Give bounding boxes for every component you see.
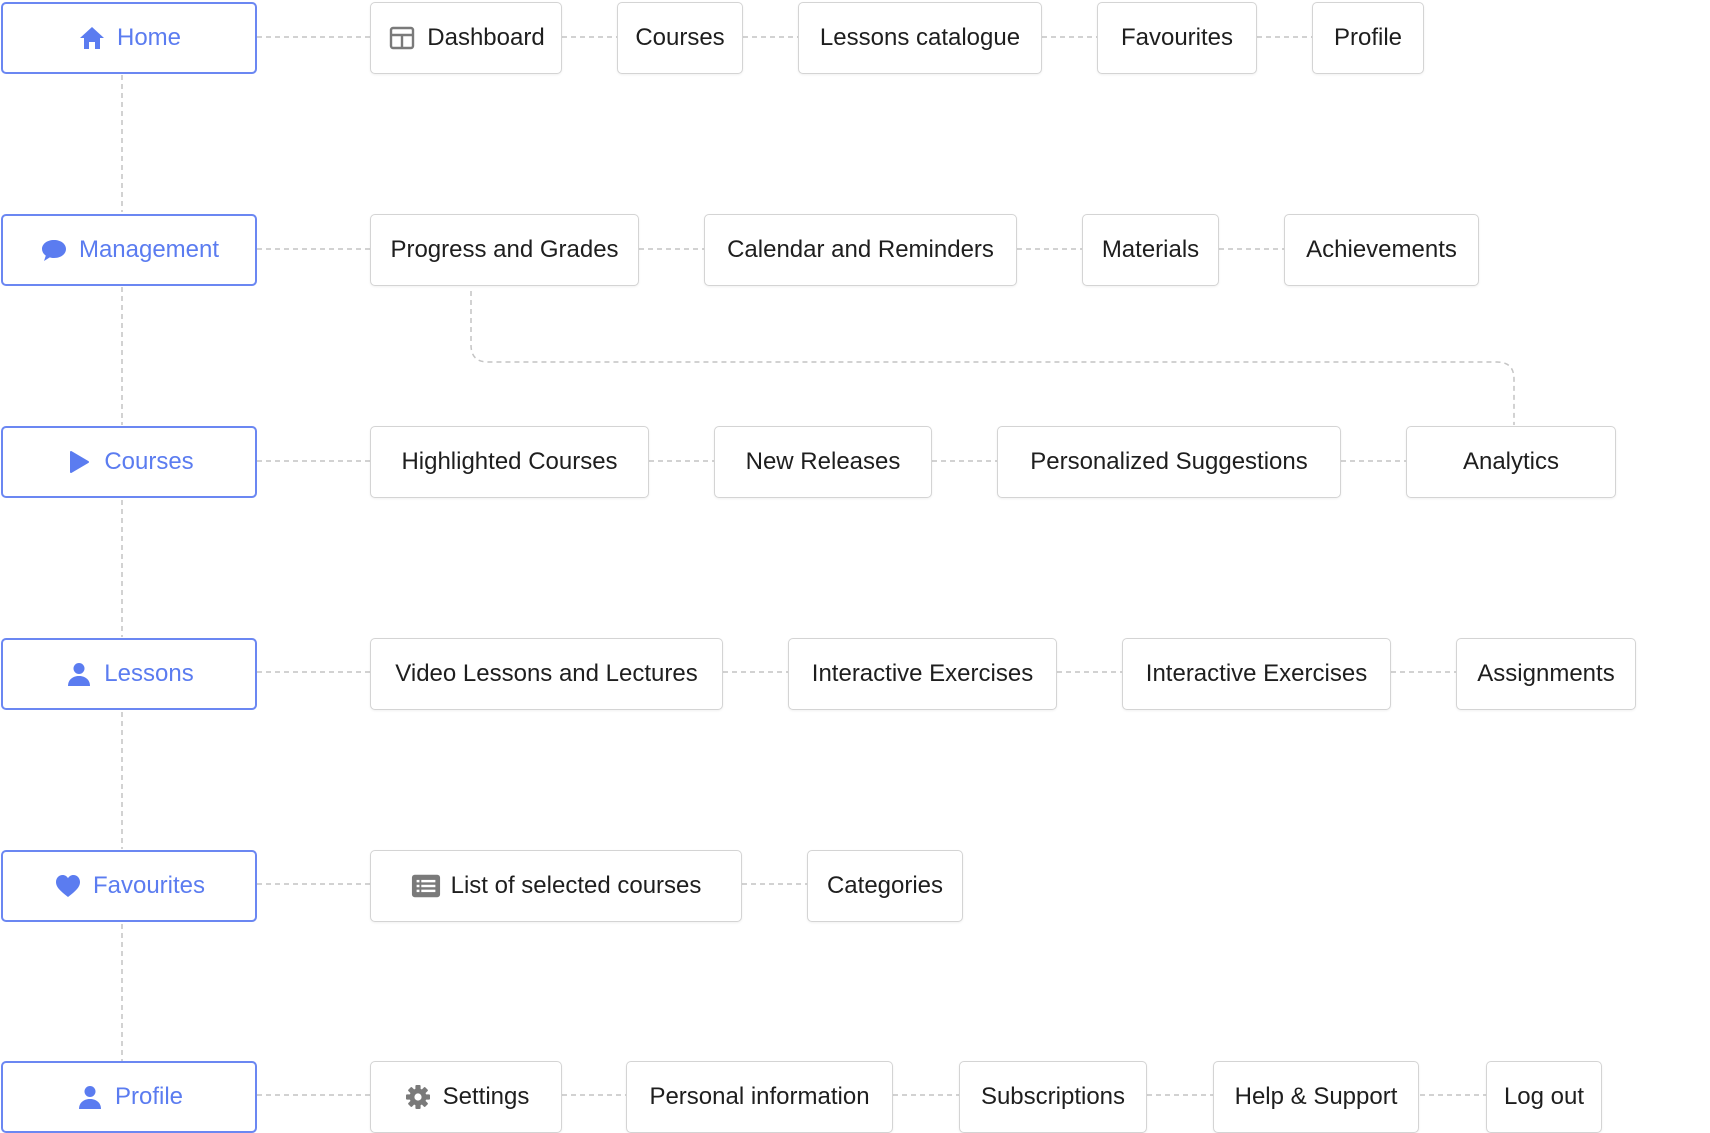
category-node-courses[interactable]: Courses <box>1 426 257 498</box>
page-label: Achievements <box>1306 236 1457 263</box>
category-node-favourites[interactable]: Favourites <box>1 850 257 922</box>
page-node-video-lessons-and-lectures[interactable]: Video Lessons and Lectures <box>370 638 723 710</box>
page-label: Materials <box>1101 236 1200 263</box>
category-label: Profile <box>114 1083 184 1110</box>
page-node-highlighted-courses[interactable]: Highlighted Courses <box>370 426 649 498</box>
page-node-subscriptions[interactable]: Subscriptions <box>959 1061 1147 1133</box>
page-node-new-releases[interactable]: New Releases <box>714 426 932 498</box>
category-node-management[interactable]: Management <box>1 214 257 286</box>
page-node-analytics[interactable]: Analytics <box>1406 426 1616 498</box>
page-node-assignments[interactable]: Assignments <box>1456 638 1636 710</box>
page-label: List of selected courses <box>450 872 702 899</box>
gear-icon <box>403 1082 433 1112</box>
page-label: Lessons catalogue <box>819 24 1021 51</box>
page-node-help-and-support[interactable]: Help & Support <box>1213 1061 1419 1133</box>
page-label: Profile <box>1333 24 1403 51</box>
page-node-interactive-exercises[interactable]: Interactive Exercises <box>1122 638 1391 710</box>
page-label: Interactive Exercises <box>1145 660 1368 687</box>
page-label: Settings <box>442 1083 530 1110</box>
page-node-personal-information[interactable]: Personal information <box>626 1061 893 1133</box>
page-node-calendar-and-reminders[interactable]: Calendar and Reminders <box>704 214 1017 286</box>
page-label: Subscriptions <box>980 1083 1126 1110</box>
category-node-lessons[interactable]: Lessons <box>1 638 257 710</box>
chat-bubble-icon <box>39 235 69 265</box>
page-label: Help & Support <box>1234 1083 1398 1110</box>
page-label: Interactive Exercises <box>811 660 1034 687</box>
page-label: Video Lessons and Lectures <box>395 660 698 687</box>
cross-link-connector <box>470 291 1515 425</box>
page-node-dashboard[interactable]: Dashboard <box>370 2 562 74</box>
home-icon <box>77 23 107 53</box>
page-label: Personalized Suggestions <box>1030 448 1308 475</box>
page-label: Favourites <box>1120 24 1234 51</box>
category-label: Home <box>116 24 182 51</box>
category-label: Management <box>78 236 220 263</box>
page-label: Analytics <box>1462 448 1560 475</box>
page-node-interactive-exercises[interactable]: Interactive Exercises <box>788 638 1057 710</box>
category-node-profile[interactable]: Profile <box>1 1061 257 1133</box>
page-label: Calendar and Reminders <box>727 236 994 263</box>
page-node-log-out[interactable]: Log out <box>1486 1061 1602 1133</box>
page-label: New Releases <box>745 448 901 475</box>
page-node-personalized-suggestions[interactable]: Personalized Suggestions <box>997 426 1341 498</box>
play-icon <box>64 447 94 477</box>
category-label: Favourites <box>92 872 206 899</box>
page-node-progress-and-grades[interactable]: Progress and Grades <box>370 214 639 286</box>
page-label: Progress and Grades <box>390 236 619 263</box>
page-node-courses[interactable]: Courses <box>617 2 743 74</box>
page-node-achievements[interactable]: Achievements <box>1284 214 1479 286</box>
page-label: Categories <box>826 872 944 899</box>
page-node-settings[interactable]: Settings <box>370 1061 562 1133</box>
user-icon <box>75 1082 105 1112</box>
page-node-lessons-catalogue[interactable]: Lessons catalogue <box>798 2 1042 74</box>
category-node-home[interactable]: Home <box>1 2 257 74</box>
page-label: Personal information <box>649 1083 870 1110</box>
list-icon <box>411 871 441 901</box>
category-label: Lessons <box>104 660 194 687</box>
page-node-favourites[interactable]: Favourites <box>1097 2 1257 74</box>
page-label: Log out <box>1503 1083 1585 1110</box>
dashboard-icon <box>387 23 417 53</box>
page-label: Highlighted Courses <box>401 448 618 475</box>
user-icon <box>64 659 94 689</box>
page-label: Courses <box>635 24 725 51</box>
page-node-categories[interactable]: Categories <box>807 850 963 922</box>
page-label: Assignments <box>1477 660 1615 687</box>
heart-icon <box>53 871 83 901</box>
page-node-profile[interactable]: Profile <box>1312 2 1424 74</box>
category-label: Courses <box>104 448 194 475</box>
page-label: Dashboard <box>427 24 545 51</box>
page-node-list-of-selected-courses[interactable]: List of selected courses <box>370 850 742 922</box>
page-node-materials[interactable]: Materials <box>1082 214 1219 286</box>
